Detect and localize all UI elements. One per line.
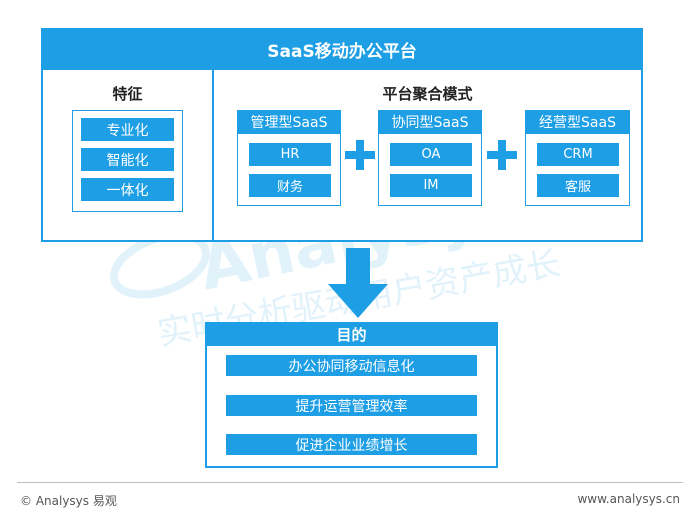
plus-icon — [345, 140, 375, 170]
goal-item: 提升运营管理效率 — [226, 395, 477, 416]
goal-heading: 目的 — [205, 322, 498, 346]
mode-item-crm: CRM — [537, 143, 619, 166]
mode-item-im: IM — [390, 174, 472, 197]
plus-icon — [487, 140, 517, 170]
goal-item: 办公协同移动信息化 — [226, 355, 477, 376]
footer-divider — [17, 482, 683, 483]
platform-divider — [212, 70, 214, 240]
footer-copyright: © Analysys 易观 — [20, 494, 117, 508]
features-heading: 特征 — [112, 84, 143, 103]
mode-group-title: 经营型SaaS — [525, 110, 630, 134]
feature-item: 一体化 — [81, 178, 174, 201]
mode-item-service: 客服 — [537, 174, 619, 197]
mode-item-finance: 财务 — [249, 174, 331, 197]
arrow-down-icon — [328, 248, 388, 318]
modes-heading: 平台聚合模式 — [382, 84, 473, 103]
goal-item: 促进企业业绩增长 — [226, 434, 477, 455]
feature-item: 专业化 — [81, 118, 174, 141]
mode-group-title: 协同型SaaS — [378, 110, 482, 134]
mode-item-hr: HR — [249, 143, 331, 166]
footer-url: www.analysys.cn — [577, 492, 680, 506]
platform-title: SaaS移动办公平台 — [41, 28, 643, 70]
mode-item-oa: OA — [390, 143, 472, 166]
feature-item: 智能化 — [81, 148, 174, 171]
mode-group-title: 管理型SaaS — [237, 110, 341, 134]
